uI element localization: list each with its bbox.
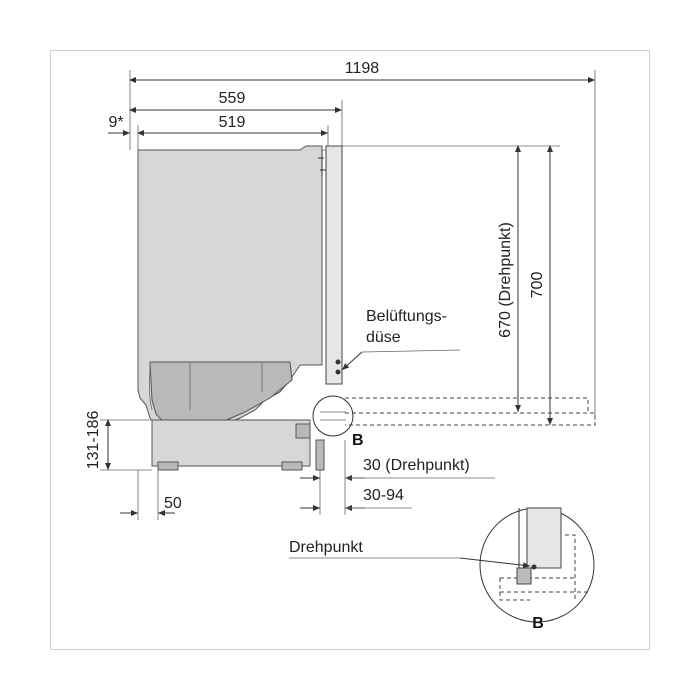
depth-with-door-label: 559 <box>219 90 246 107</box>
dimension-pivot-offset: 30 (Drehpunkt) <box>300 440 495 515</box>
front-foot <box>157 461 179 471</box>
dishwasher-body <box>137 145 323 471</box>
dimension-depth-with-door: 559 <box>129 90 343 150</box>
open-door-outline <box>345 397 596 426</box>
offset-marker-label: 9* <box>108 114 123 131</box>
dishwasher-door <box>315 145 343 471</box>
pivot-callout: Drehpunkt <box>289 539 531 569</box>
hinge-block <box>295 423 311 439</box>
dimension-range-offset: 30-94 <box>300 487 412 511</box>
foot-offset-label: 50 <box>164 495 182 512</box>
pivot-point-dot <box>531 564 537 570</box>
door-hinge-rod <box>315 439 325 471</box>
height-total-label: 700 <box>529 272 546 299</box>
rear-foot <box>281 461 303 471</box>
detail-b-marker: B <box>312 395 364 449</box>
vent-callout: Belüftungs- düse <box>341 308 461 371</box>
magnifier-detail-icon <box>312 395 354 437</box>
vent-nozzle-dot <box>335 359 341 365</box>
foot-height-label: 131-186 <box>85 411 102 470</box>
dimension-foot-offset: 50 <box>120 470 182 520</box>
dimension-height-pivot: 670 (Drehpunkt) <box>342 145 560 412</box>
detail-circle-label: B <box>532 615 544 632</box>
dimension-cabinet-depth: 519 9* <box>108 114 329 150</box>
drawing-frame <box>50 50 650 650</box>
detail-hinge <box>516 567 532 585</box>
dimension-height-total: 700 <box>529 145 553 425</box>
pivot-offset-label: 30 (Drehpunkt) <box>363 457 470 474</box>
detail-marker-label: B <box>352 432 364 449</box>
detail-door-section <box>526 507 562 569</box>
vent-nozzle-dot-2 <box>335 369 341 375</box>
vent-label-line1: Belüftungs- <box>366 308 447 325</box>
height-pivot-label: 670 (Drehpunkt) <box>497 222 514 338</box>
total-depth-label: 1198 <box>345 60 380 77</box>
vent-label-line2: düse <box>366 329 401 346</box>
detail-b-enlarged: B <box>479 507 595 632</box>
cabinet-depth-label: 519 <box>219 114 246 131</box>
dimension-foot-height: 131-186 <box>85 411 152 471</box>
pivot-label: Drehpunkt <box>289 539 363 556</box>
range-offset-label: 30-94 <box>363 487 404 504</box>
dimension-total-depth: 1198 <box>129 60 596 420</box>
